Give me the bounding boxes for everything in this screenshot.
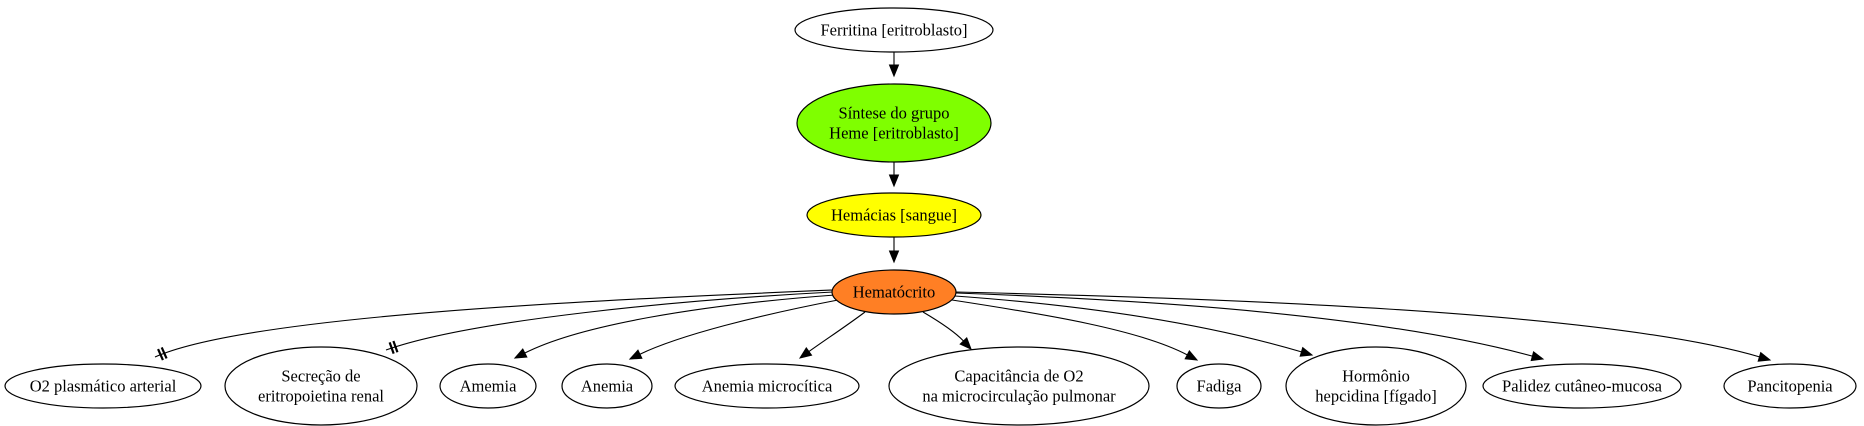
edge-hematocrito-to-pancitopenia [955,291,1772,362]
node-label: Secreção de [281,367,360,386]
edge-hematocrito-to-amemia [513,294,836,359]
node-ellipse [831,269,957,315]
node-ellipse [1482,363,1682,409]
edge-line [154,289,833,358]
arrow-head [888,64,900,78]
arrow-head [1299,346,1314,357]
inhibition-tee [392,340,399,353]
edge-hematocrito-to-anemia [628,299,839,360]
edge-hematocrito-to-o2plasmatico [154,289,833,361]
inhibition-tee [388,341,395,355]
edge-hematocrito-to-hormonio [954,295,1314,357]
arrow-head [513,348,528,359]
node-ellipse [4,363,202,409]
node-ferritina: Ferritina [eritroblasto] [794,7,994,53]
node-label: Hemácias [sangue] [831,206,957,225]
edge-hematocrito-to-palidez [955,292,1545,362]
node-label: Hormônio [1342,367,1410,386]
node-label: Palidez cutâneo-mucosa [1502,377,1663,396]
arrow-head [1184,350,1199,361]
edge-line [955,292,1533,357]
node-label: Ferritina [eritroblasto] [820,21,967,40]
node-anemiamicro: Anemia microcítica [674,363,860,409]
arrow-head [628,349,643,360]
edge-line [808,311,866,353]
edge-sintese-to-hemacias [888,162,900,188]
node-ellipse [794,7,994,53]
arrow-head [1530,350,1545,362]
node-pancitopenia: Pancitopenia [1723,363,1857,409]
node-amemia: Amemia [439,363,537,409]
node-label: na microcirculação pulmonar [922,387,1116,406]
node-ellipse [561,363,653,409]
node-ellipse [1285,346,1467,426]
edge-line [524,294,836,354]
edge-line [639,299,839,355]
node-ellipse [674,363,860,409]
node-ellipse [1176,363,1262,409]
node-ellipse [439,363,537,409]
node-label: O2 plasmático arterial [30,377,177,396]
arrow-head [888,174,900,188]
arrow-head [888,250,900,264]
node-o2plasmatico: O2 plasmático arterial [4,363,202,409]
edge-line [922,311,964,342]
node-fadiga: Fadiga [1176,363,1262,409]
node-ellipse [806,192,982,238]
node-label: Síntese do grupo [839,104,950,123]
node-label: Hematócrito [853,283,935,302]
edge-line [951,299,1188,356]
node-label: Anemia microcítica [702,377,833,396]
node-hematocrito: Hematócrito [831,269,957,315]
edge-hemacias-to-hematocrito [888,237,900,264]
node-label: eritropoietina renal [258,387,384,406]
edge-hematocrito-to-anemiamicro [798,311,866,359]
edge-line [385,291,834,351]
node-label: hepcidina [fígado] [1315,387,1436,406]
node-label: Amemia [460,377,517,396]
node-anemia: Anemia [561,363,653,409]
edge-line [955,291,1760,358]
node-hemacias: Hemácias [sangue] [806,192,982,238]
edge-hematocrito-to-fadiga [951,299,1199,361]
edge-line [954,295,1302,353]
edge-hematocrito-to-secrecao [385,291,834,355]
node-ellipse [888,346,1150,426]
arrow-head [959,337,972,350]
arrow-head [1757,351,1772,362]
nodes-layer: Ferritina [eritroblasto] Síntese do grupo… [4,7,1857,426]
inhibition-tee [157,348,164,361]
edges-layer [154,52,1772,362]
node-label: Fadiga [1197,377,1243,396]
node-label: Capacitância de O2 [954,367,1083,386]
node-label: Pancitopenia [1747,377,1833,396]
edge-ferritina-to-sintese [888,52,900,78]
node-ellipse [224,346,418,426]
node-ellipse [1723,363,1857,409]
edge-hematocrito-to-capacitancia [922,311,972,350]
node-label: Anemia [581,377,634,396]
node-palidez: Palidez cutâneo-mucosa [1482,363,1682,409]
inhibition-tee [160,347,168,359]
node-label: Heme [eritroblasto] [829,124,959,143]
arrow-head [798,347,813,359]
node-ellipse [796,83,992,163]
